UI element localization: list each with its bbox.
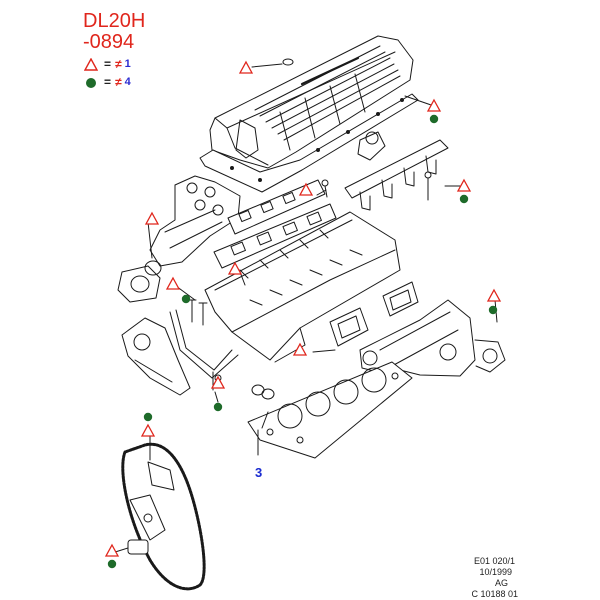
legend-row-dot: = ≠ 4 bbox=[84, 75, 131, 89]
dot-icon bbox=[107, 559, 117, 569]
triangle-icon bbox=[141, 424, 155, 437]
triangle-icon bbox=[487, 289, 501, 302]
legend-not-equal: ≠ bbox=[115, 75, 122, 89]
dot-icon bbox=[459, 194, 469, 204]
timing-chain bbox=[121, 442, 206, 591]
legend-number: 1 bbox=[124, 58, 131, 70]
dot-icon bbox=[86, 77, 96, 88]
triangle-icon bbox=[145, 212, 159, 225]
triangle-icon bbox=[211, 376, 225, 389]
head-gasket bbox=[247, 361, 413, 459]
reference-date: 10/1999 bbox=[479, 567, 512, 577]
legend-equals: = bbox=[104, 75, 112, 89]
triangle-icon bbox=[105, 544, 119, 557]
triangle-icon bbox=[166, 277, 180, 290]
triangle-icon bbox=[239, 61, 253, 74]
reference-drawing-number: C 10188 01 bbox=[471, 589, 518, 599]
exhaust-gasket bbox=[329, 281, 419, 347]
seal-rings bbox=[251, 58, 432, 400]
timing-gasket bbox=[169, 309, 239, 379]
thermostat-housing bbox=[117, 260, 162, 303]
reference-code: E01 020/1 bbox=[473, 556, 515, 566]
dot-icon bbox=[429, 114, 439, 124]
valve-cover-gasket bbox=[199, 93, 419, 193]
fuel-rail bbox=[344, 131, 449, 211]
legend-number: 4 bbox=[124, 76, 131, 88]
diagram-title-line1: DL20H bbox=[83, 10, 146, 32]
dot-icon bbox=[143, 412, 153, 422]
triangle-icon bbox=[427, 99, 441, 112]
part-callout-number: 3 bbox=[255, 465, 263, 480]
reference-region: AG bbox=[494, 578, 508, 588]
dot-icon bbox=[213, 402, 223, 412]
chain-tensioner bbox=[127, 461, 175, 555]
dot-icon bbox=[488, 305, 498, 315]
dot-markers bbox=[107, 114, 498, 569]
diagram-title-line2: -0894 bbox=[83, 31, 135, 53]
cylinder-head bbox=[204, 211, 401, 363]
intake-manifold bbox=[149, 175, 241, 267]
exhaust-manifold bbox=[359, 299, 506, 377]
dot-icon bbox=[181, 294, 191, 304]
valve-cover bbox=[209, 35, 414, 169]
legend-row-triangle: = ≠ 1 bbox=[84, 57, 131, 71]
triangle-icon bbox=[84, 57, 98, 71]
legend-not-equal: ≠ bbox=[115, 57, 122, 71]
legend-equals: = bbox=[104, 57, 112, 71]
timing-cover bbox=[121, 317, 191, 396]
